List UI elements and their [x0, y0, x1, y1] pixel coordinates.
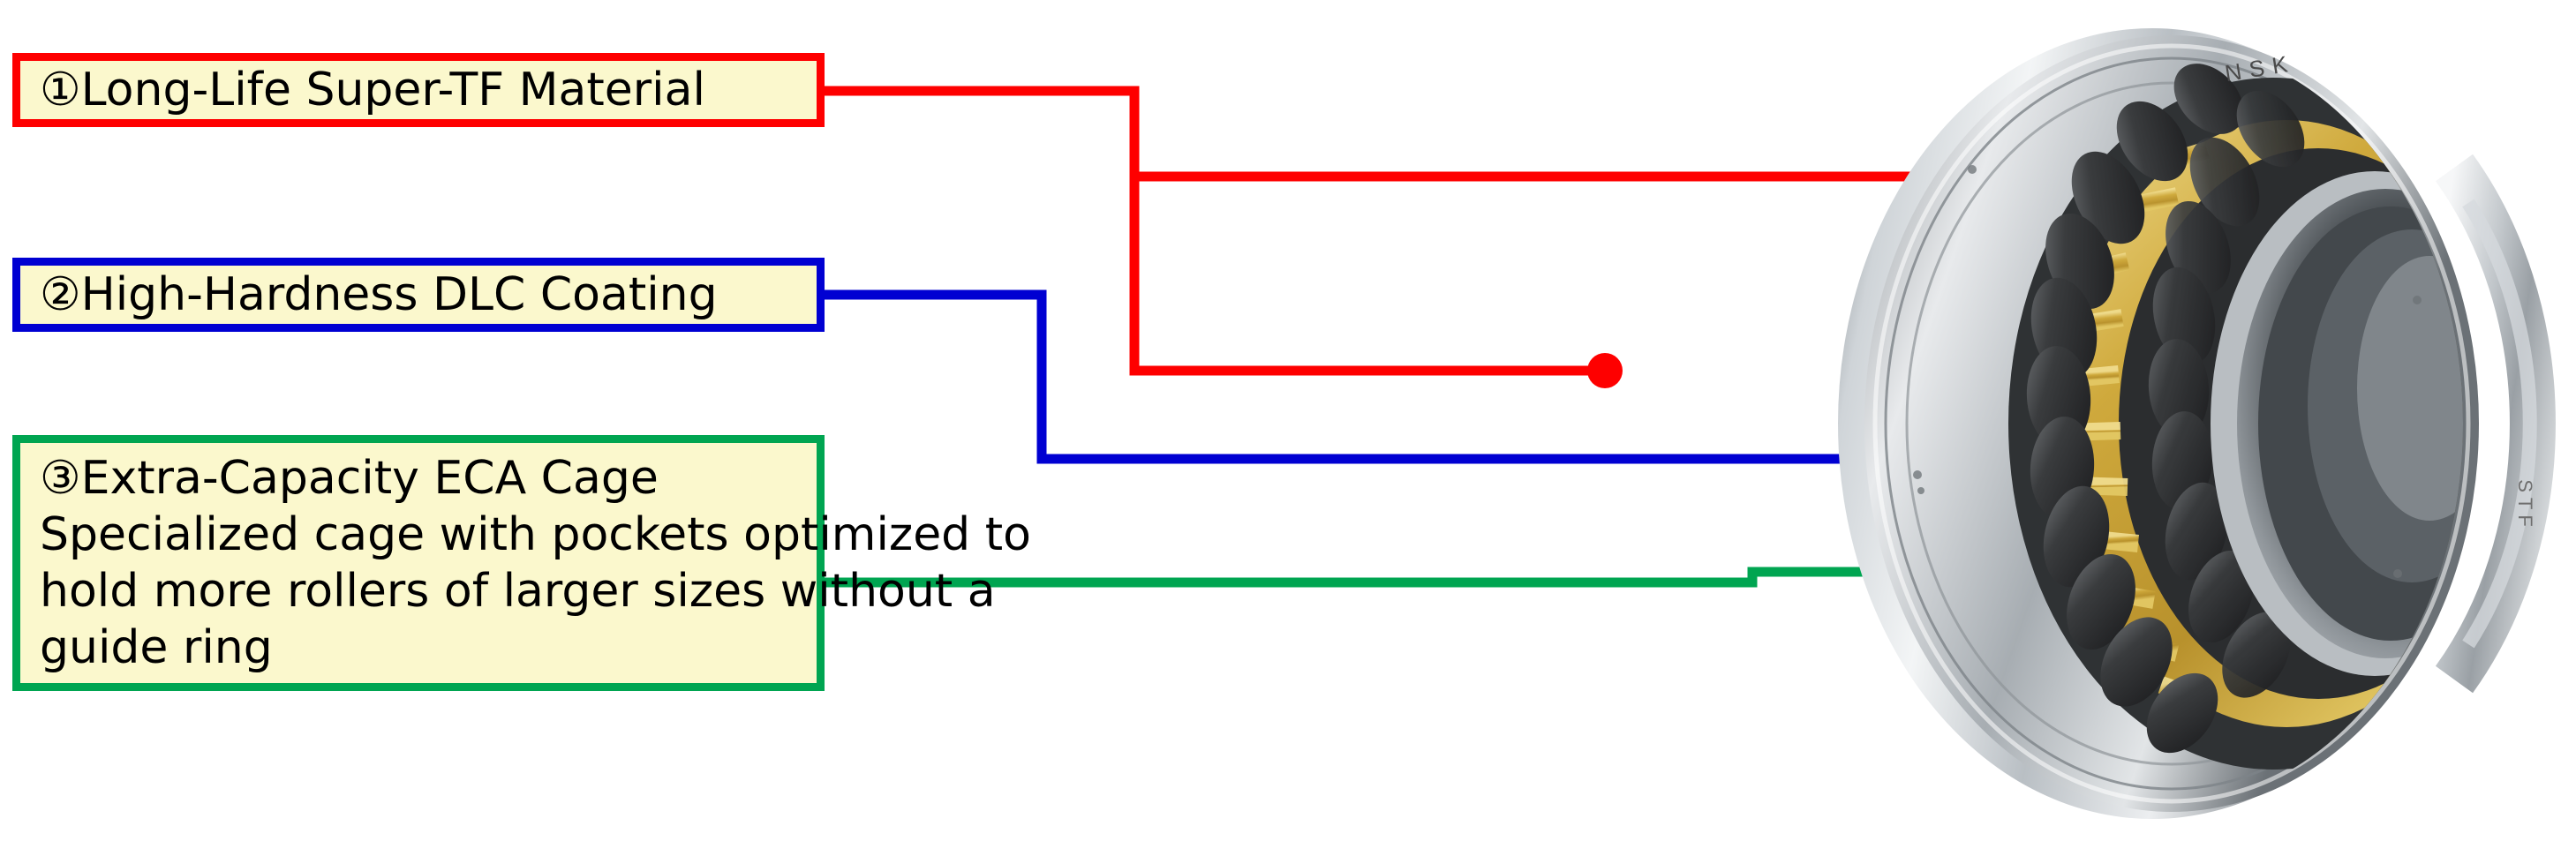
callout-3-line-2: Specialized cage with pockets optimized … — [40, 508, 1031, 561]
callout-2-line-1: ②High-Hardness DLC Coating — [40, 268, 718, 321]
leader-dot-1b — [1587, 353, 1623, 388]
callout-box-2[interactable]: ②High-Hardness DLC Coating — [12, 258, 825, 332]
leader-line-2 — [825, 289, 1914, 477]
bearing-illustration — [1838, 28, 2556, 819]
stf-series-mark: STF — [2513, 479, 2536, 532]
callout-box-3[interactable]: ③Extra-Capacity ECA Cage Specialized cag… — [12, 435, 1031, 691]
callout-3-line-3: hold more rollers of larger sizes withou… — [40, 565, 996, 618]
roller-set — [2026, 64, 2305, 754]
outer-ring-dimples — [1913, 165, 2422, 578]
callout-1-line-1: ①Long-Life Super-TF Material — [40, 64, 705, 116]
callout-3-line-4: guide ring — [40, 621, 273, 674]
bearing-outer-rim-right — [2435, 154, 2556, 694]
callout-3-line-1: ③Extra-Capacity ECA Cage — [40, 452, 659, 505]
callout-box-1[interactable]: ①Long-Life Super-TF Material — [12, 53, 825, 127]
